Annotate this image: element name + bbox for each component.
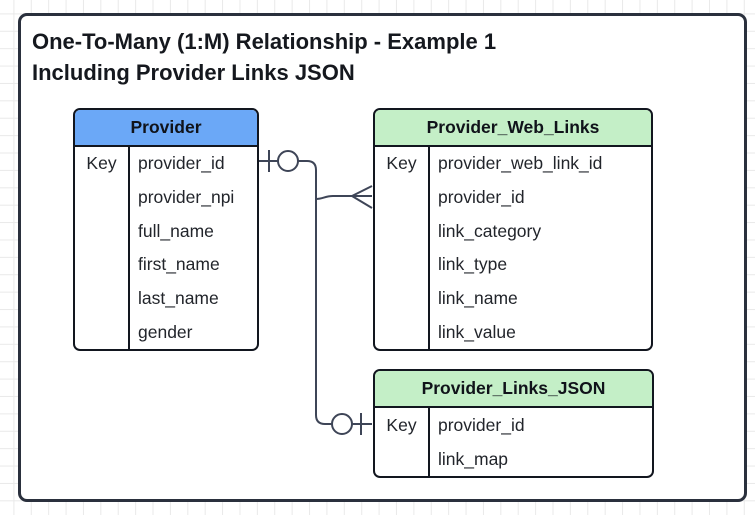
- field-gender: gender: [138, 321, 193, 342]
- diagram-title-line2: Including Provider Links JSON: [32, 60, 355, 85]
- field-link-value: link_value: [438, 321, 516, 342]
- entity-table-provider-web-links[interactable]: Provider_Web_Links Key provider_web_link…: [373, 108, 653, 351]
- diagram-title: One-To-Many (1:M) Relationship - Example…: [32, 26, 496, 88]
- key-label: Key: [86, 153, 117, 174]
- zero-circle-icon: [277, 150, 299, 172]
- field-provider-id: provider_id: [438, 187, 525, 207]
- field-column: provider_web_link_id provider_id link_ca…: [430, 147, 651, 349]
- connector-line-provider-trunk[interactable]: [259, 160, 332, 425]
- field-provider-id: provider_id: [138, 153, 225, 174]
- table-body: Key provider_id link_map: [375, 408, 652, 476]
- entity-table-provider-links-json[interactable]: Provider_Links_JSON Key provider_id link…: [373, 369, 654, 478]
- field-provider-web-link-id: provider_web_link_id: [438, 153, 603, 174]
- crows-foot-many-icon: [351, 185, 373, 209]
- field-first-name: first_name: [138, 254, 220, 275]
- field-column: provider_id link_map: [430, 408, 652, 476]
- table-body: Key provider_id provider_npi full_name f…: [75, 147, 257, 349]
- key-label: Key: [386, 153, 417, 174]
- entity-table-provider[interactable]: Provider Key provider_id provider_npi fu…: [73, 108, 259, 351]
- field-provider-id: provider_id: [438, 414, 525, 435]
- key-column: Key: [375, 408, 430, 476]
- field-column: provider_id provider_npi full_name first…: [130, 147, 257, 349]
- table-header-provider-links-json: Provider_Links_JSON: [375, 371, 652, 408]
- field-link-type: link_type: [438, 254, 508, 275]
- diagram-title-line1: One-To-Many (1:M) Relationship - Example…: [32, 29, 497, 54]
- field-full-name: full_name: [138, 220, 214, 241]
- table-header-provider-web-links: Provider_Web_Links: [375, 110, 651, 147]
- key-column: Key: [75, 147, 130, 349]
- field-link-name: link_name: [438, 288, 518, 309]
- field-last-name: last_name: [138, 288, 219, 309]
- field-provider-npi: provider_npi: [138, 187, 235, 207]
- field-link-category: link_category: [438, 220, 542, 241]
- table-header-provider: Provider: [75, 110, 257, 147]
- connector-line-web-links-branch[interactable]: [315, 195, 352, 200]
- table-body: Key provider_web_link_id provider_id lin…: [375, 147, 651, 349]
- key-label: Key: [386, 415, 417, 435]
- key-column: Key: [375, 147, 430, 349]
- field-link-map: link_map: [438, 448, 509, 469]
- zero-circle-icon: [331, 413, 353, 435]
